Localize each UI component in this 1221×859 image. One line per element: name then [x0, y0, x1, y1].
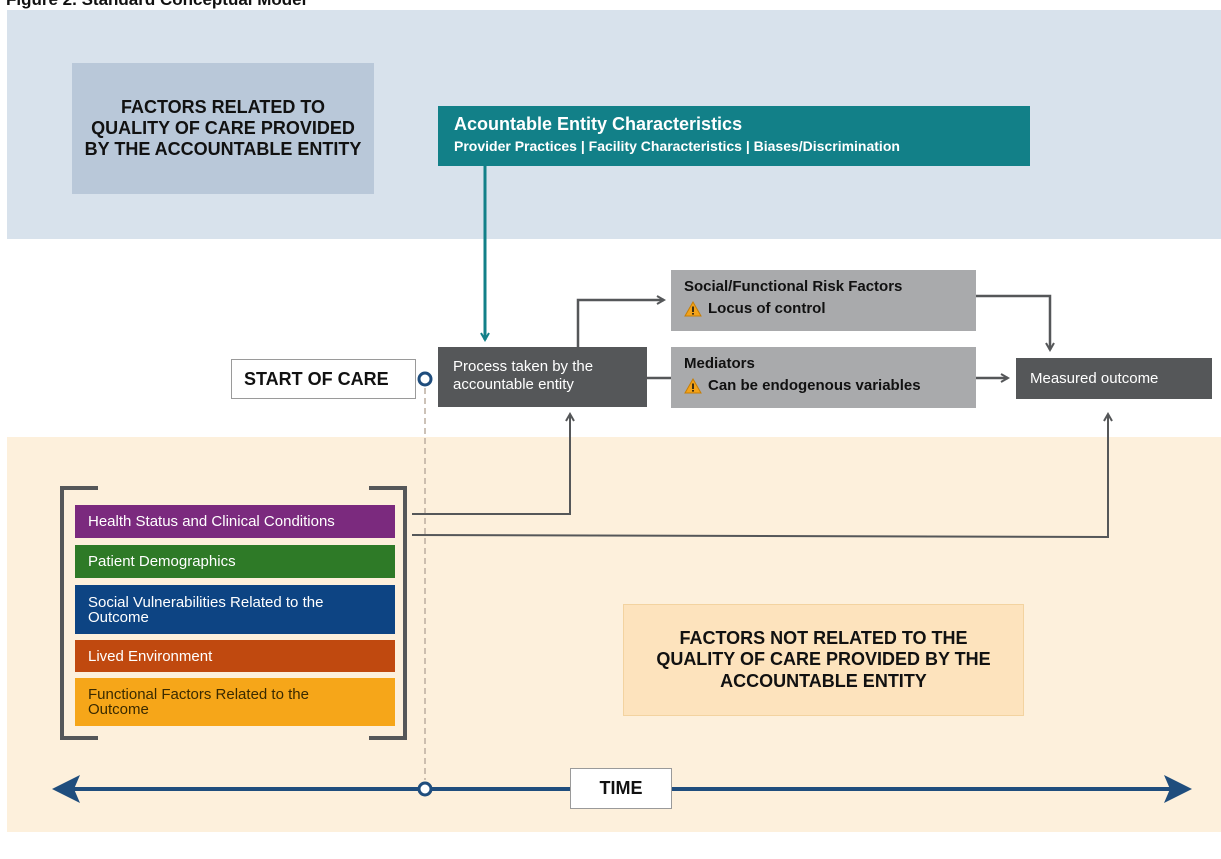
factor-label: Health Status and Clinical Conditions — [88, 513, 335, 530]
social-risk-note: Locus of control — [708, 300, 826, 317]
non-quality-factors-label: FACTORS NOT RELATED TO THE QUALITY OF CA… — [623, 604, 1024, 716]
start-of-care-label: START OF CARE — [244, 368, 389, 389]
measured-outcome-label: Measured outcome — [1030, 370, 1159, 387]
factors-to-outcome-arrow — [411, 414, 1108, 539]
factor-functional: Functional Factors Related to the Outcom… — [75, 678, 395, 726]
timeline-start-marker — [417, 781, 433, 797]
social-risk-title: Social/Functional Risk Factors — [684, 278, 903, 295]
accountable-entity-subtitle: Provider Practices | Facility Characteri… — [454, 138, 900, 154]
factor-demographics: Patient Demographics — [75, 545, 395, 578]
factor-lived-environment: Lived Environment — [75, 640, 395, 672]
left-bracket — [60, 486, 98, 740]
process-label: Process taken by the accountable entity — [453, 358, 594, 393]
factor-social-vulnerabilities: Social Vulnerabilities Related to the Ou… — [75, 585, 395, 634]
measured-outcome-box: Measured outcome — [1016, 358, 1212, 399]
timeline-left-arrowhead — [52, 775, 80, 803]
time-label: TIME — [599, 778, 643, 798]
social-functional-risk-box: Social/Functional Risk Factors Locus of … — [671, 270, 976, 331]
time-label-box: TIME — [570, 768, 672, 809]
factor-label: Patient Demographics — [88, 553, 236, 570]
process-to-social-arrow — [576, 300, 664, 347]
social-to-outcome-arrow — [976, 294, 1050, 350]
mediators-box: Mediators Can be endogenous variables — [671, 347, 976, 408]
mediators-title: Mediators — [684, 355, 755, 372]
right-bracket — [369, 486, 407, 740]
factor-health-status: Health Status and Clinical Conditions — [75, 505, 395, 538]
warning-icon — [684, 300, 702, 316]
factor-label: Functional Factors Related to the Outcom… — [88, 686, 309, 718]
timeline-right-arrowhead — [1164, 775, 1192, 803]
factor-label: Social Vulnerabilities Related to the Ou… — [88, 593, 324, 626]
warning-icon — [684, 377, 702, 393]
accountable-entity-box: Acountable Entity Characteristics Provid… — [438, 106, 1030, 166]
mediators-note: Can be endogenous variables — [708, 377, 921, 394]
start-of-care-box: START OF CARE — [231, 359, 416, 399]
health-to-process-arrow — [412, 414, 570, 515]
figure-title: Figure 2. Standard Conceptual Model — [6, 0, 306, 10]
quality-factors-label: FACTORS RELATED TO QUALITY OF CARE PROVI… — [72, 63, 374, 194]
factor-label: Lived Environment — [88, 647, 213, 665]
process-box: Process taken by the accountable entity — [438, 347, 647, 407]
accountable-entity-title: Acountable Entity Characteristics — [454, 114, 743, 134]
